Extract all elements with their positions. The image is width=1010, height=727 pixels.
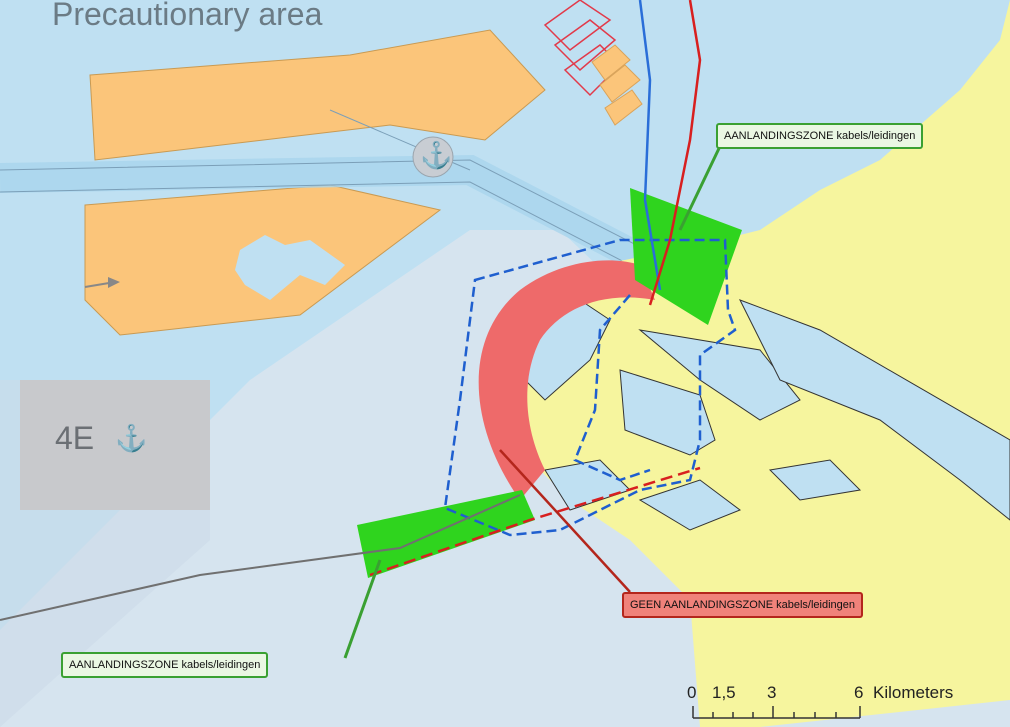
coastline-dashed xyxy=(369,466,701,577)
project-boundary xyxy=(443,238,737,537)
leader-red xyxy=(499,449,631,593)
anchorage-area-north xyxy=(89,29,546,161)
scale-tick-3: 6 xyxy=(854,683,864,702)
orange-blocks xyxy=(591,44,643,126)
scale-tick-0: 0 xyxy=(687,683,697,702)
cable-blue xyxy=(638,0,662,291)
anchor-circle xyxy=(412,136,454,178)
landing-zone-sw xyxy=(357,490,535,578)
landing-zone-ne-callout: AANLANDINGSZONE kabels/leidingen xyxy=(716,123,924,149)
landing-zone-ne xyxy=(630,188,742,325)
anchorage-label: 4E xyxy=(55,420,95,456)
no-landing-zone xyxy=(478,260,655,500)
precautionary-area-label: Precautionary area xyxy=(52,0,323,32)
cable-red xyxy=(648,0,702,306)
leader-sw xyxy=(343,559,382,659)
scale-unit: Kilometers xyxy=(873,683,954,702)
port-basins xyxy=(524,299,1010,531)
anchorage-hole xyxy=(235,235,345,300)
no-landing-zone-callout: GEEN AANLANDINGSZONE kabels/leidingen xyxy=(622,592,863,618)
landing-zone-sw-callout: AANLANDINGSZONE kabels/leidingen xyxy=(61,652,269,678)
scale-bar xyxy=(692,706,861,719)
cable-gray xyxy=(0,494,521,621)
anchorage-area-4E xyxy=(20,380,210,510)
anchor-icon: ⚓ xyxy=(420,140,453,170)
leader-ne xyxy=(678,139,725,231)
scale-tick-2: 3 xyxy=(767,683,777,702)
scale-tick-1: 1,5 xyxy=(712,683,736,702)
anchor-icon: ⚓ xyxy=(115,423,148,453)
